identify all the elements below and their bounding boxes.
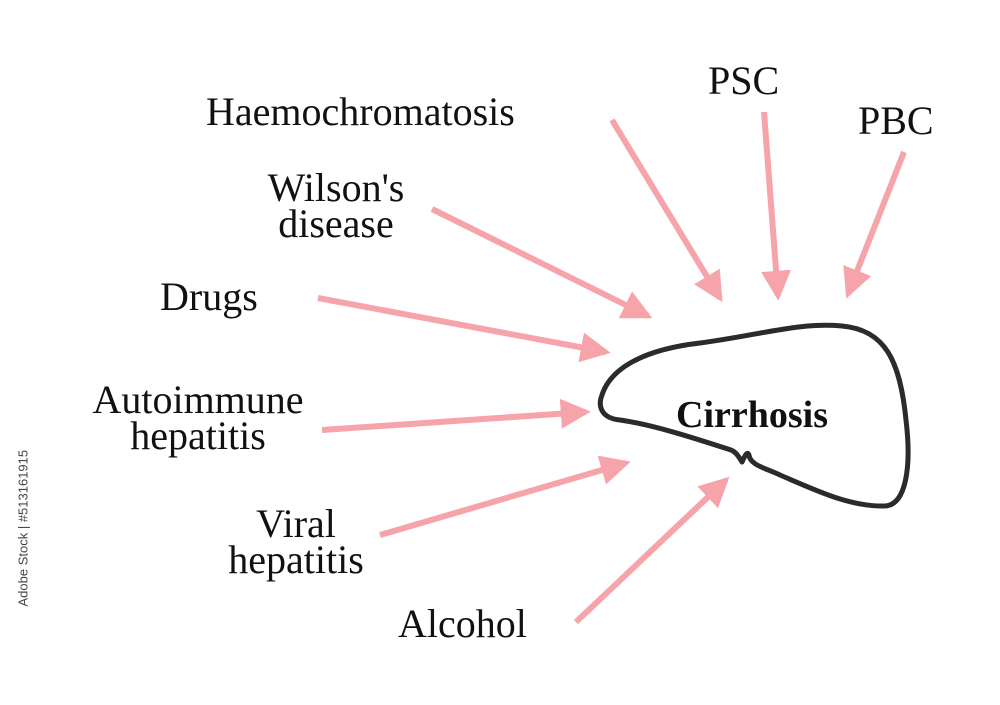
label-pbc: PBC [858,98,934,143]
arrow-viral-hepatitis [379,455,631,538]
arrow-alcohol [573,476,730,625]
label-viral-hepatitis: Viral hepatitis [196,501,396,582]
liver-outline [597,322,911,509]
stock-id-watermark: Adobe Stock | #513161915 [15,449,31,607]
label-viral-line2: hepatitis [228,537,364,582]
arrow-drugs [317,295,611,363]
label-drugs: Drugs [160,274,258,319]
arrow-psc [761,111,792,301]
label-alcohol: Alcohol [398,601,527,646]
label-wilsons-line1: Wilson's [267,165,405,210]
label-autoimmune-line2: hepatitis [130,413,266,458]
arrow-wilsons-disease [430,206,653,319]
label-viral-line1: Viral [256,501,336,546]
arrow-haemochromatosis [609,118,723,303]
arrow-autoimmune-hepatitis [321,398,591,433]
label-autoimmune-hepatitis: Autoimmune hepatitis [48,377,348,458]
label-psc: PSC [708,58,780,103]
label-wilsons-line2: disease [278,201,394,246]
label-autoimmune-line1: Autoimmune [92,377,304,422]
center-label-cirrhosis: Cirrhosis [676,394,828,436]
label-haemochromatosis: Haemochromatosis [206,89,515,134]
label-wilsons-disease: Wilson's disease [236,165,436,246]
arrow-pbc [843,150,907,299]
